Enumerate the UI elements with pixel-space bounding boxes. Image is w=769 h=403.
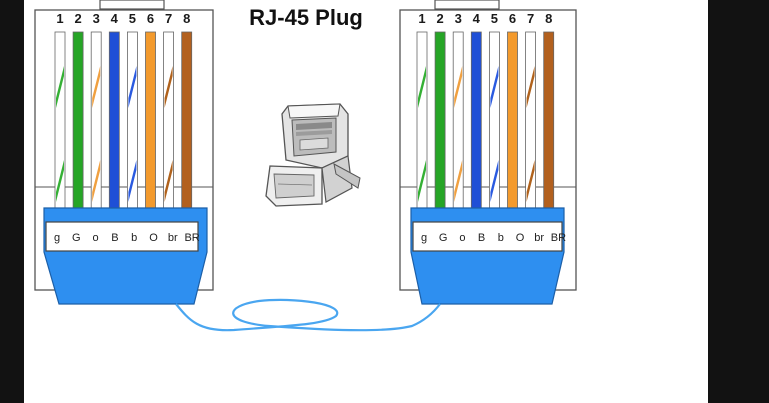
left-wire-code: B [111,232,118,244]
left-wire-8 [181,31,193,211]
left-code-label-box [45,221,199,252]
right-wire-code: b [498,232,504,244]
left-wire-code: br [168,232,178,244]
left-wire-code: b [131,232,137,244]
right-pin-number: 4 [473,11,481,26]
right-pin-number: 8 [545,11,552,26]
left-wire-6 [145,31,156,211]
left-wire-2 [72,31,84,211]
right-wire-8 [543,31,555,211]
right-wire-group [416,31,555,211]
right-wire-code: o [459,232,465,244]
left-wire-group [54,31,193,211]
right-wire-7 [525,31,537,211]
left-wire-4 [108,31,120,211]
left-wire-1 [54,31,66,211]
left-wire-code: g [54,232,60,244]
left-wire-code: BR [184,232,199,244]
left-pin-number: 1 [56,11,63,26]
right-pin-number: 1 [418,11,425,26]
left-wire-code: o [93,232,99,244]
right-pin-number: 3 [455,11,462,26]
right-wire-6 [507,31,518,211]
diagram-title: RJ-45 Plug [249,5,363,30]
right-wire-code: B [478,232,485,244]
left-pin-number: 3 [93,11,100,26]
right-pin-number: 7 [527,11,534,26]
left-pin-number: 2 [74,11,81,26]
left-wire-code: G [72,232,81,244]
right-pin-number: 6 [509,11,516,26]
right-wire-5 [488,31,500,211]
right-code-label-box [412,221,563,252]
left-pin-number: 4 [111,11,119,26]
right-wire-2 [434,31,446,211]
right-wire-4 [470,31,482,211]
right-pin-number: 5 [491,11,498,26]
left-pin-number: 8 [183,11,190,26]
patch-cable [175,298,441,332]
left-connector-top-stub [99,0,165,10]
left-wire-7 [163,31,175,211]
right-pin-number: 2 [436,11,443,26]
right-wire-3 [452,31,464,211]
left-wire-5 [127,31,138,211]
right-wire-code: g [421,232,427,244]
left-pin-number: 5 [129,11,136,26]
right-wire-code: O [516,232,525,244]
rj45-plug-icon [265,103,361,207]
left-pin-number: 6 [147,11,154,26]
right-wire-code: br [534,232,544,244]
right-wire-code: BR [551,232,566,244]
left-pin-number: 7 [165,11,172,26]
left-wire-code: O [149,232,158,244]
right-connector-top-stub [434,0,500,10]
right-wire-code: G [439,232,448,244]
right-wire-1 [416,31,428,211]
left-wire-3 [90,31,102,211]
